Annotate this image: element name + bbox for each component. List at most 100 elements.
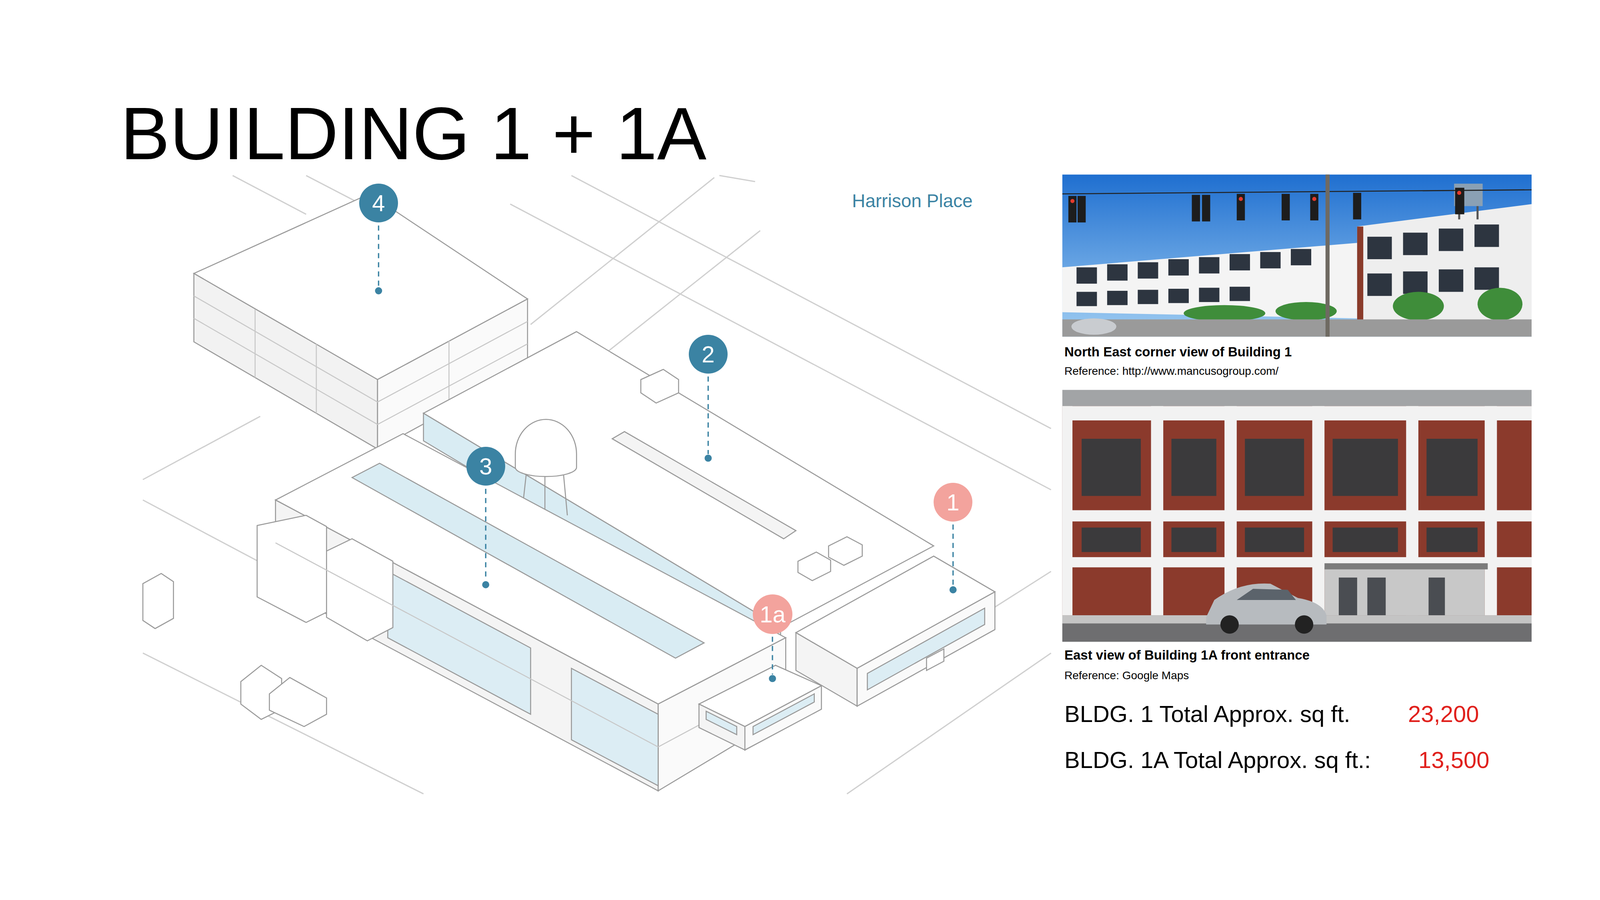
callout-number: 4 <box>372 191 385 215</box>
building-block <box>194 318 378 425</box>
building-block <box>257 433 786 791</box>
photo-building-1 <box>1312 196 1317 201</box>
photo-building-1 <box>1260 252 1281 269</box>
photo-building-1 <box>1183 305 1266 322</box>
photo-building-1 <box>1137 289 1158 304</box>
building-block <box>194 296 378 402</box>
photo-building-1 <box>1076 224 1499 306</box>
photo-building-1 <box>1062 174 1532 337</box>
photo-building-1 <box>1229 286 1250 302</box>
photo-building-1a <box>1062 389 1532 642</box>
water-tower <box>544 475 546 513</box>
callout-number: 2 <box>701 342 715 366</box>
photo-caption: East view of Building 1A front entrance <box>1064 647 1310 663</box>
building-block <box>744 685 822 750</box>
leader-dot <box>482 581 490 589</box>
photo-building-1 <box>1281 194 1290 221</box>
building-block <box>326 538 393 641</box>
photo-building-1 <box>1367 236 1392 260</box>
leader-line <box>707 376 709 454</box>
callout-number: 1 <box>946 490 960 514</box>
photo-building-1a <box>1062 406 1532 421</box>
building-block <box>867 608 985 690</box>
photo-building-1 <box>1403 232 1428 256</box>
area-value: 23,200 <box>1408 700 1479 728</box>
photo-building-1 <box>1357 204 1532 329</box>
photo-building-1 <box>1071 318 1117 335</box>
building-block <box>798 552 831 581</box>
photo-building-1 <box>1068 196 1077 223</box>
house-outline <box>142 573 174 629</box>
street-name: Harrison Place <box>852 190 973 212</box>
photo-building-1 <box>1474 224 1499 247</box>
photo-building-1 <box>1476 206 1479 220</box>
photo-building-1 <box>1238 196 1243 201</box>
street-lines <box>530 177 715 325</box>
building-block <box>257 515 327 623</box>
photo-building-1a <box>1367 577 1386 616</box>
photo-building-1a <box>1151 406 1164 616</box>
street-lines <box>142 416 260 480</box>
leader-dot <box>375 287 383 295</box>
photo-building-1 <box>1477 287 1523 321</box>
photo-building-1 <box>1168 259 1189 276</box>
water-tower <box>515 419 577 477</box>
photo-building-1 <box>1455 187 1465 214</box>
house-outline <box>269 677 327 727</box>
photo-building-1a <box>1332 438 1398 496</box>
callout-circle: 1a <box>752 594 793 634</box>
street-lines <box>607 230 761 353</box>
photo-building-1a <box>1294 615 1314 634</box>
leader-line <box>378 225 953 675</box>
building-block <box>753 694 815 735</box>
building-block <box>612 431 796 539</box>
leader-line <box>485 488 487 581</box>
photo-reference: Reference: http://www.mancusogroup.com/ <box>1064 364 1279 378</box>
building-block <box>387 571 531 715</box>
photo-caption: North East corner view of Building 1 <box>1064 344 1292 360</box>
photo-building-1a <box>1324 563 1488 570</box>
photo-building-1a <box>1244 438 1304 496</box>
area-label: BLDG. 1 Total Approx. sq ft. <box>1064 700 1351 728</box>
photo-building-1 <box>1229 254 1250 271</box>
water-tower <box>563 471 568 516</box>
photo-building-1a <box>1062 406 1532 616</box>
building-block <box>275 542 659 747</box>
photo-building-1a <box>1426 438 1478 496</box>
photo-building-1 <box>1076 267 1097 284</box>
photo-reference: Reference: Google Maps <box>1064 669 1189 682</box>
photo-building-1 <box>1403 271 1428 294</box>
photo-building-1 <box>1357 226 1364 321</box>
building-block <box>640 369 679 403</box>
street-lines <box>306 175 358 202</box>
area-value: 13,500 <box>1418 746 1490 774</box>
photo-building-1 <box>1070 198 1075 203</box>
photo-building-1 <box>1325 174 1330 337</box>
photo-building-1 <box>1438 228 1464 251</box>
photo-building-1a <box>1081 438 1478 552</box>
callout-circle: 4 <box>359 183 398 223</box>
photo-building-1a <box>1324 567 1485 616</box>
photo-building-1a <box>1224 406 1237 616</box>
photo-building-1 <box>1183 287 1523 322</box>
building-block <box>698 665 822 750</box>
street-lines <box>142 175 1051 794</box>
area-label: BLDG. 1A Total Approx. sq ft.: <box>1064 746 1371 774</box>
photo-building-1 <box>1392 292 1444 321</box>
building-block <box>698 704 745 750</box>
photo-building-1 <box>1192 194 1200 222</box>
photo-building-1a <box>1062 406 1532 616</box>
photo-building-1 <box>1198 257 1220 274</box>
photo-building-1 <box>1137 262 1158 279</box>
street-lines <box>142 500 274 570</box>
photo-building-1a <box>1081 438 1141 496</box>
street-lines <box>719 175 755 182</box>
building-block <box>828 536 862 566</box>
photo-building-1a <box>1338 577 1358 616</box>
photo-building-1 <box>1198 287 1220 302</box>
photo-building-1a <box>1062 510 1532 522</box>
photo-building-1 <box>1077 196 1086 223</box>
photo-building-1a <box>1062 389 1532 642</box>
photo-building-1 <box>1290 248 1312 266</box>
building-block <box>316 344 318 414</box>
